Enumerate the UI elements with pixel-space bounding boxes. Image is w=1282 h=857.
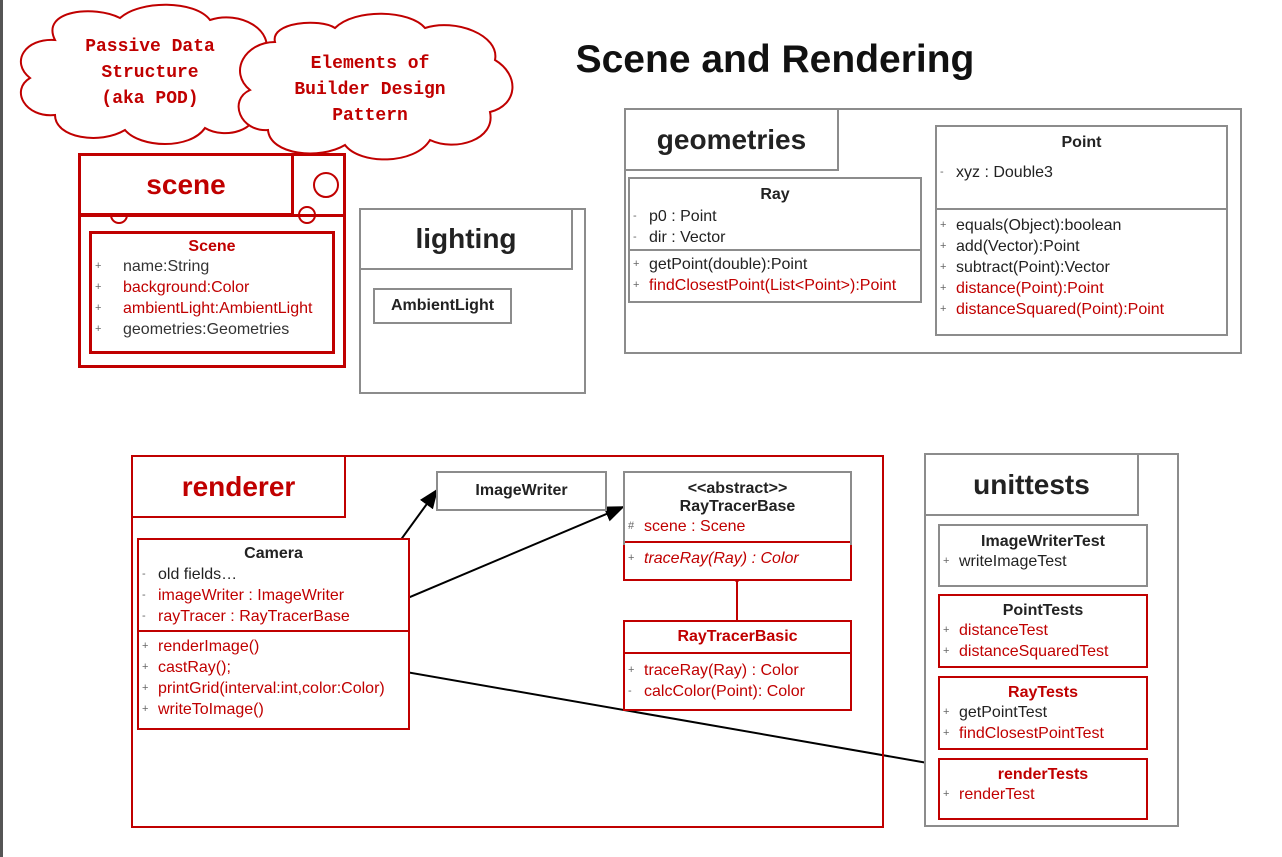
- class-method: +writeToImage(): [142, 701, 264, 718]
- class-field: -rayTracer : RayTracerBase: [142, 608, 350, 625]
- class-method: +getPointTest: [943, 704, 1048, 721]
- class-method: +findClosestPoint(List<Point>):Point: [633, 277, 897, 294]
- ambientlight-class: AmbientLight: [373, 288, 512, 324]
- camera-class: Camera -old fields… -imageWriter : Image…: [137, 538, 410, 730]
- package-name: lighting: [415, 223, 517, 254]
- class-method: +distanceSquaredTest: [943, 643, 1109, 660]
- class-method: +distanceTest: [943, 622, 1048, 639]
- ray-class: Ray -p0 : Point -dir : Vector +getPoint(…: [628, 177, 922, 303]
- rendertests-class: renderTests +renderTest: [938, 758, 1148, 820]
- cloud-line: Passive Data: [85, 37, 215, 57]
- cloud-line: Elements of: [310, 54, 430, 74]
- imagewriter-class: ImageWriter: [436, 471, 607, 511]
- class-title: Point: [1061, 134, 1102, 151]
- class-method: +equals(Object):boolean: [940, 217, 1122, 234]
- cloud-line: (aka POD): [101, 89, 199, 109]
- raytracerbasic-class: RayTracerBasic +traceRay(Ray) : Color -c…: [623, 620, 852, 711]
- class-title: RayTracerBase: [679, 498, 796, 515]
- class-stereotype: <<abstract>>: [687, 480, 788, 497]
- raytests-class: RayTests +getPointTest +findClosestPoint…: [938, 676, 1148, 750]
- cloud-note-builder: Elements of Builder Design Pattern: [270, 51, 470, 129]
- scene-class: Scene +name:String +background:Color +am…: [89, 231, 335, 354]
- class-method: +printGrid(interval:int,color:Color): [142, 680, 385, 697]
- imagewritertest-class: ImageWriterTest +writeImageTest: [938, 524, 1148, 587]
- class-field: +background:Color: [95, 279, 250, 296]
- class-method: +writeImageTest: [943, 553, 1067, 570]
- geometries-package-tab: geometries: [624, 108, 839, 171]
- class-method: +distance(Point):Point: [940, 280, 1104, 297]
- unittests-package-tab: unittests: [924, 453, 1139, 516]
- renderer-package: [131, 455, 884, 828]
- class-field: #scene : Scene: [628, 518, 746, 535]
- class-title: RayTests: [1008, 684, 1078, 701]
- class-field: +geometries:Geometries: [95, 321, 290, 338]
- page-edge: [0, 0, 3, 857]
- class-method: +traceRay(Ray) : Color: [628, 550, 799, 567]
- cloud-line: Structure: [101, 63, 199, 83]
- class-title: PointTests: [1002, 602, 1084, 619]
- class-field: -xyz : Double3: [940, 164, 1053, 181]
- raytracerbase-class: <<abstract>> RayTracerBase #scene : Scen…: [623, 471, 852, 581]
- package-name: geometries: [656, 123, 807, 155]
- scene-package-edge: [293, 153, 346, 216]
- class-method: +subtract(Point):Vector: [940, 259, 1110, 276]
- package-name: renderer: [181, 470, 296, 502]
- page-title: Scene and Rendering: [575, 38, 975, 81]
- class-field: +ambientLight:AmbientLight: [95, 300, 313, 317]
- class-method: +add(Vector):Point: [940, 238, 1080, 255]
- cloud-shape-2: [237, 12, 514, 161]
- lighting-package-tab: lighting: [359, 208, 573, 270]
- class-title: Ray: [760, 186, 790, 203]
- class-method: +distanceSquared(Point):Point: [940, 301, 1165, 318]
- point-class: Point -xyz : Double3 +equals(Object):boo…: [935, 125, 1228, 336]
- class-method: +getPoint(double):Point: [633, 256, 808, 273]
- class-method: +castRay();: [142, 659, 231, 676]
- class-method: +traceRay(Ray) : Color: [628, 662, 799, 679]
- class-title: Scene: [188, 238, 236, 255]
- class-field: -p0 : Point: [633, 208, 717, 225]
- class-field: -old fields…: [142, 566, 238, 583]
- class-title: RayTracerBasic: [677, 628, 798, 645]
- class-field: -imageWriter : ImageWriter: [142, 587, 345, 604]
- class-title: Camera: [244, 545, 303, 562]
- package-name: scene: [146, 168, 226, 200]
- cloud-line: Pattern: [332, 106, 408, 126]
- raytracerbase-method-frame: [623, 545, 852, 581]
- class-title: ImageWriterTest: [981, 533, 1105, 550]
- scene-package-tab: scene: [78, 153, 294, 216]
- cloud-shape-1: [19, 3, 279, 145]
- pointtests-class: PointTests +distanceTest +distanceSquare…: [938, 594, 1148, 668]
- cloud-note-pod: Passive Data Structure (aka POD): [55, 34, 245, 112]
- class-field: +name:String: [95, 258, 210, 275]
- class-method: +renderImage(): [142, 638, 260, 655]
- cloud-line: Builder Design: [294, 80, 446, 100]
- class-method: +findClosestPointTest: [943, 725, 1104, 742]
- renderer-package-tab: renderer: [131, 455, 346, 518]
- class-method: -calcColor(Point): Color: [628, 683, 805, 700]
- class-title: renderTests: [997, 766, 1089, 783]
- class-method: +renderTest: [943, 786, 1035, 803]
- class-field: -dir : Vector: [633, 229, 726, 246]
- package-name: unittests: [973, 468, 1090, 500]
